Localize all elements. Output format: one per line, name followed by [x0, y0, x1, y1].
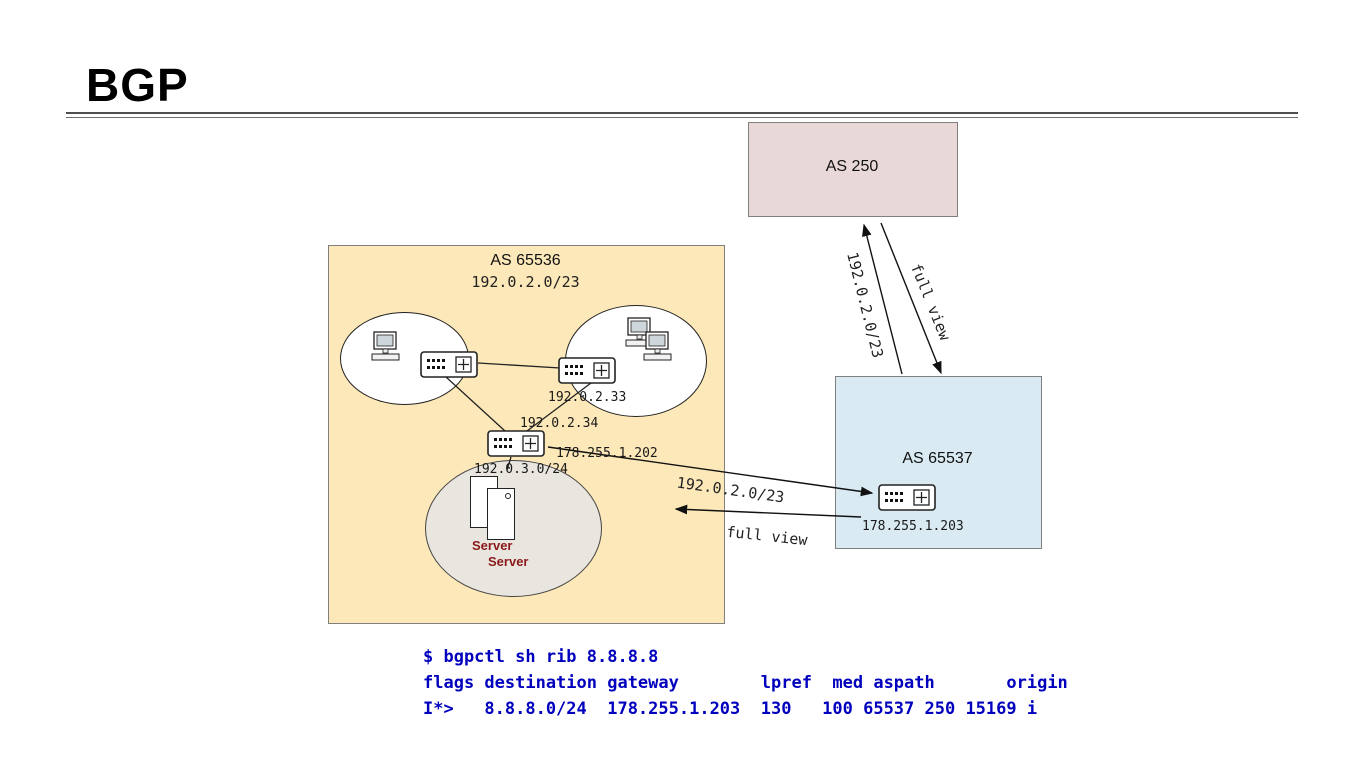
as65536-prefix: 192.0.2.0/23: [471, 273, 580, 291]
terminal-line: I*> 8.8.8.0/24 178.255.1.203 130 100 655…: [423, 699, 1038, 719]
ip-router-core: 192.0.2.34: [520, 416, 599, 431]
title-divider: [66, 112, 1298, 118]
server-label: Server: [488, 554, 529, 569]
ip-router-as65537: 178.255.1.203: [862, 519, 964, 534]
as250-label: AS 250: [825, 158, 879, 175]
as250-box: [748, 122, 958, 217]
router-core-icon: [487, 430, 545, 457]
computer-icon: [370, 330, 402, 371]
page-title: BGP: [86, 59, 189, 111]
terminal-output: $ bgpctl sh rib 8.8.8.8 flags destinatio…: [423, 644, 1068, 722]
label-announce-to-as250: 192.0.2.0/23: [843, 250, 887, 360]
server-lan-prefix: 192.0.3.0/24: [474, 462, 568, 477]
router-left-icon: [420, 351, 478, 378]
terminal-line: flags destination gateway lpref med aspa…: [423, 673, 1068, 693]
ip-router-core-wan: 178.255.1.202: [556, 446, 658, 461]
computer-icon: [642, 330, 674, 371]
label-fullview-from-as65537: full view: [725, 522, 809, 550]
router-right-icon: [558, 357, 616, 384]
server-label: Server: [472, 538, 513, 553]
server-led: [505, 493, 511, 499]
as65537-label: AS 65537: [902, 450, 973, 467]
ip-router-right: 192.0.2.33: [548, 390, 627, 405]
as65536-label: AS 65536: [490, 252, 561, 269]
terminal-line: $ bgpctl sh rib 8.8.8.8: [423, 647, 659, 667]
router-as65537-icon: [878, 484, 936, 511]
label-fullview-from-as250: full view: [906, 260, 955, 344]
